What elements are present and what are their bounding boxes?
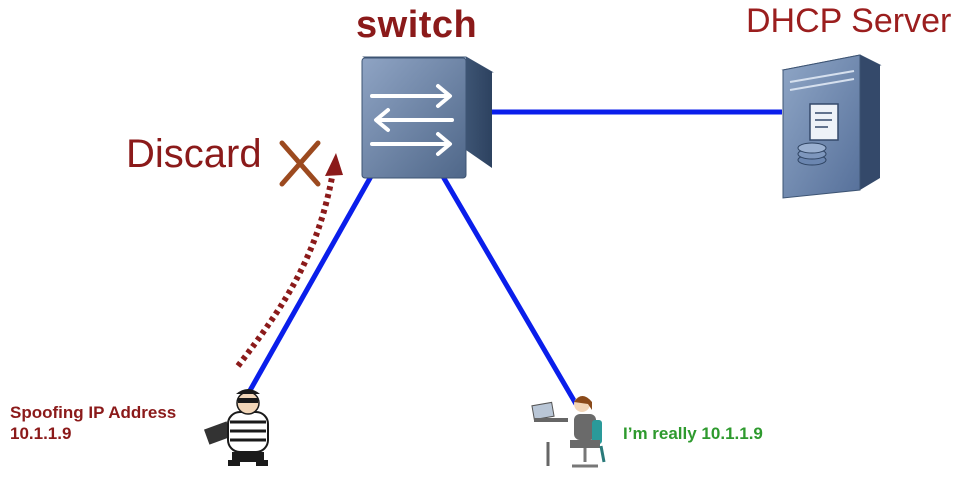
dhcp-server-label: DHCP Server <box>746 2 952 40</box>
switch-user-link <box>435 166 579 406</box>
attacker-label-line1: Spoofing IP Address <box>10 403 177 422</box>
discard-x-icon <box>279 140 321 187</box>
switch-label: switch <box>356 4 478 46</box>
attacker-label-line2: 10.1.1.9 <box>10 424 72 443</box>
switch-icon <box>361 56 494 179</box>
attacker-label: Spoofing IP Address 10.1.1.9 <box>10 402 176 444</box>
spoof-arrow-icon <box>235 153 343 368</box>
user-label: I’m really 10.1.1.9 <box>623 424 763 443</box>
dhcp-server-icon <box>781 54 882 199</box>
discard-label: Discard <box>126 132 262 176</box>
user-icon <box>531 396 606 468</box>
attacker-icon <box>203 389 269 466</box>
switch-attacker-link <box>245 162 381 396</box>
